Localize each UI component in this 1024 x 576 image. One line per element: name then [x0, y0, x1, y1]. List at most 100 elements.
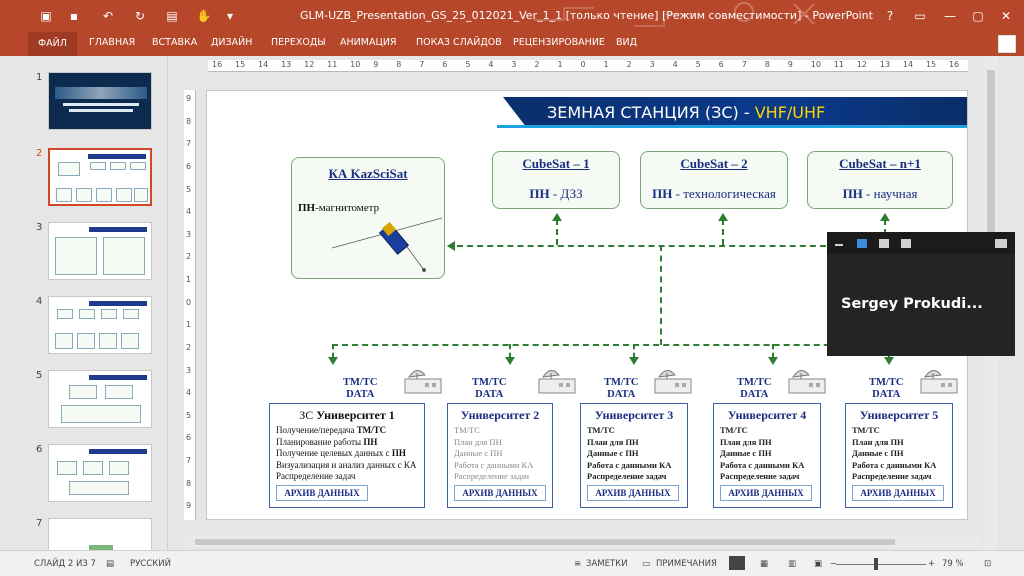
thumbnail-slide-4[interactable] — [48, 296, 152, 354]
thumbnail-number: 2 — [36, 148, 43, 159]
ruler-tick-label: 15 — [235, 60, 246, 69]
tab-animation[interactable]: АНИМАЦИЯ — [340, 37, 397, 48]
tab-view[interactable]: ВИД — [616, 37, 638, 48]
thumbnail-number: 7 — [36, 518, 43, 529]
tab-home[interactable]: ГЛАВНАЯ — [89, 37, 136, 48]
connector-trunk — [660, 245, 662, 345]
ground-station-dish-icon — [788, 370, 826, 394]
redo-icon[interactable]: ↻ — [134, 9, 146, 23]
zoom-out-icon[interactable]: − — [830, 559, 838, 569]
tab-design[interactable]: ДИЗАЙН — [211, 37, 253, 48]
minimize-button[interactable]: — — [944, 9, 956, 23]
thumbnail-slide-6[interactable] — [48, 444, 152, 502]
notes-icon: ≡ — [574, 559, 582, 569]
exit-fullscreen-icon[interactable] — [995, 239, 1007, 248]
ruler-tick-label: 6 — [186, 433, 192, 443]
tab-insert[interactable]: ВСТАВКА — [152, 37, 198, 48]
connector-univ-1 — [332, 344, 334, 358]
ruler-tick-label: 1 — [186, 275, 192, 285]
univ-2-name: Университет 2 — [460, 408, 540, 422]
thumbnail-slide-2[interactable] — [48, 148, 152, 206]
ground-station-dish-icon — [404, 370, 442, 394]
ribbon-display-button[interactable]: ▭ — [914, 9, 926, 23]
ruler-tick-label: 6 — [718, 60, 724, 69]
univ-2-archive: АРХИВ ДАННЫХ — [454, 485, 546, 501]
normal-view-icon[interactable] — [729, 556, 745, 570]
minimize-video-icon[interactable] — [835, 244, 843, 246]
ruler-tick-label: 8 — [764, 60, 770, 69]
window-title: GLM-UZB_Presentation_GS_25_012021_Ver_1_… — [300, 9, 873, 22]
title-banner — [503, 97, 967, 127]
thumbnail-slide-1[interactable] — [48, 72, 152, 130]
fit-slide-icon[interactable]: ⊡ — [984, 559, 992, 569]
thumbnail-slide-5[interactable] — [48, 370, 152, 428]
save-icon[interactable]: ▪ — [69, 9, 79, 23]
connector-top-horizontal — [457, 245, 957, 247]
slideshow-start-icon[interactable]: ▤ — [166, 9, 178, 23]
univ-1-name: ЗС Университет 1 — [299, 408, 395, 422]
ruler-tick-label: 11 — [833, 60, 844, 69]
ruler-tick-label: 4 — [672, 60, 678, 69]
ground-station-university-1: ЗС Университет 1 Получение/передача ТМ/Т… — [269, 403, 425, 508]
cubesat-1-title: CubeSat – 1 — [522, 156, 590, 171]
powerpoint-logo-icon: ▣ — [40, 9, 52, 23]
tab-review[interactable]: РЕЦЕНЗИРОВАНИЕ — [513, 37, 605, 48]
speaker-view-icon[interactable] — [857, 239, 867, 248]
list-item: Получение/передача ТМ/ТС — [276, 425, 387, 435]
horizontal-scrollbar[interactable] — [185, 536, 981, 548]
slide-sorter-icon[interactable]: ▦ — [760, 559, 769, 569]
arrow-to-cubesat-1 — [552, 213, 562, 221]
zoom-slider-thumb[interactable] — [874, 558, 878, 570]
spellcheck-icon[interactable]: ▤ — [106, 559, 115, 569]
ruler-tick-label: 5 — [186, 184, 192, 194]
touch-mode-icon[interactable]: ✋ — [196, 9, 212, 23]
video-call-overlay[interactable]: Sergey Prokudi... — [827, 232, 1015, 356]
cubesat-n-box: CubeSat – n+1 ПН - научная — [807, 151, 953, 209]
gallery-view-icon[interactable] — [901, 239, 911, 248]
list-item: Планирование работы ПН — [276, 436, 378, 447]
strip-view-icon[interactable] — [879, 239, 889, 248]
ruler-tick-label: 8 — [396, 60, 402, 69]
language-indicator[interactable]: РУССКИЙ — [130, 559, 171, 569]
list-item: Работа с данными КА — [587, 459, 672, 470]
ruler-tick-label: 7 — [186, 139, 192, 149]
tab-transitions[interactable]: ПЕРЕХОДЫ — [271, 37, 326, 48]
participant-name: Sergey Prokudi... — [841, 296, 983, 312]
cubesat-1-payload: ПН - ДЗЗ — [529, 186, 583, 201]
univ-3-functions: ТМ/ТС План для ПН Данные с ПН Работа с д… — [587, 425, 671, 483]
cubesat-n-title: CubeSat – n+1 — [839, 156, 921, 171]
notes-button[interactable]: ЗАМЕТКИ — [586, 559, 628, 569]
scrollbar-thumb[interactable] — [195, 539, 895, 545]
ground-station-university-5: Университет 5 ТМ/ТС План для ПН Данные с… — [845, 403, 953, 508]
zoom-in-icon[interactable]: + — [928, 559, 936, 569]
reading-view-icon[interactable]: ▥ — [788, 559, 797, 569]
zoom-level[interactable]: 79 % — [942, 559, 964, 569]
arrow-to-univ-1 — [328, 357, 338, 365]
connector-cubesat-1 — [556, 219, 558, 245]
slideshow-view-icon[interactable]: ▣ — [814, 559, 823, 569]
tab-file[interactable]: ФАЙЛ — [28, 32, 77, 56]
close-button[interactable]: ✕ — [1000, 9, 1012, 23]
user-avatar-icon[interactable] — [998, 35, 1016, 53]
ruler-tick-label: 4 — [186, 388, 192, 398]
undo-icon[interactable]: ↶ — [102, 9, 114, 23]
ruler-tick-label: 2 — [534, 60, 540, 69]
ruler-tick-label: 1 — [603, 60, 609, 69]
slide-counter: СЛАЙД 2 ИЗ 7 — [34, 559, 96, 569]
tab-slideshow[interactable]: ПОКАЗ СЛАЙДОВ — [416, 37, 502, 48]
thumbnail-slide-3[interactable] — [48, 222, 152, 280]
zoom-slider[interactable] — [836, 564, 926, 565]
maximize-button[interactable]: ▢ — [972, 9, 984, 23]
comments-button[interactable]: ПРИМЕЧАНИЯ — [656, 559, 717, 569]
univ-1-archive: АРХИВ ДАННЫХ — [276, 485, 368, 501]
customize-toolbar-icon[interactable]: ▾ — [226, 9, 234, 23]
ground-station-university-3: Университет 3 ТМ/ТС План для ПН Данные с… — [580, 403, 688, 508]
help-button[interactable]: ? — [886, 9, 894, 23]
cubesat-n-payload: ПН - научная — [842, 186, 918, 201]
slide-thumbnails-pane[interactable]: 1 2 3 4 — [0, 56, 168, 576]
scrollbar-thumb[interactable] — [987, 70, 995, 250]
